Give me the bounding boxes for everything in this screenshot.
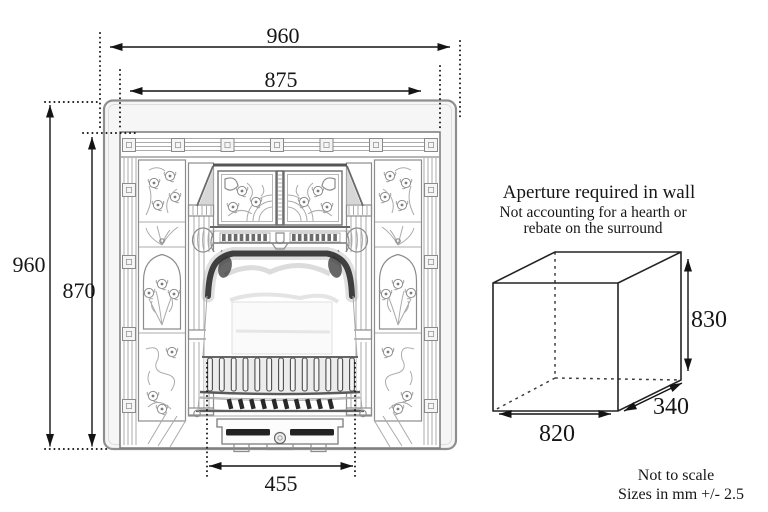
firebox-opening	[201, 247, 359, 358]
dim-label-overall-height: 960	[13, 252, 46, 277]
aperture-cube	[492, 251, 682, 412]
dim-label-grate-width: 455	[265, 471, 298, 496]
aperture-note-line1: Not accounting for a hearth or	[499, 204, 687, 221]
dim-label-opening-height: 870	[63, 278, 96, 303]
fireplace-illustration	[102, 99, 458, 453]
cube-solid-edges	[492, 251, 682, 412]
dim-label-overall-width: 960	[267, 23, 300, 48]
canopy-hood	[196, 163, 364, 255]
fire-grate	[199, 356, 361, 400]
footnote-sizes-in-mm: Sizes in mm +/- 2.5	[618, 486, 744, 503]
dentil-slots	[222, 234, 337, 241]
aperture-diagram: Aperture required in wall Not accounting…	[492, 182, 727, 447]
dim-label-opening-width: 875	[265, 67, 298, 92]
dimension-line-aperture-depth	[623, 382, 683, 412]
footnote-not-to-scale: Not to scale	[638, 467, 714, 484]
aperture-note-line2: rebate on the surround	[523, 220, 662, 237]
ash-cover-knob	[273, 431, 287, 445]
dim-label-aperture-width: 820	[539, 421, 575, 447]
firebox-arch-shadow	[205, 250, 355, 299]
front-shelf	[193, 409, 367, 418]
ash-cover-slot-right	[290, 429, 334, 436]
splayed-cheeks	[147, 411, 413, 448]
aperture-title: Aperture required in wall	[503, 182, 696, 203]
dim-label-aperture-depth: 340	[653, 394, 689, 420]
ash-pan-cover	[216, 418, 344, 453]
fireplace-dimensions: 960 875 960 870 455	[13, 23, 461, 496]
dim-label-aperture-height: 830	[691, 307, 727, 333]
ash-cover-slot-left	[226, 429, 270, 436]
footnotes: Not to scale Sizes in mm +/- 2.5	[618, 467, 744, 503]
